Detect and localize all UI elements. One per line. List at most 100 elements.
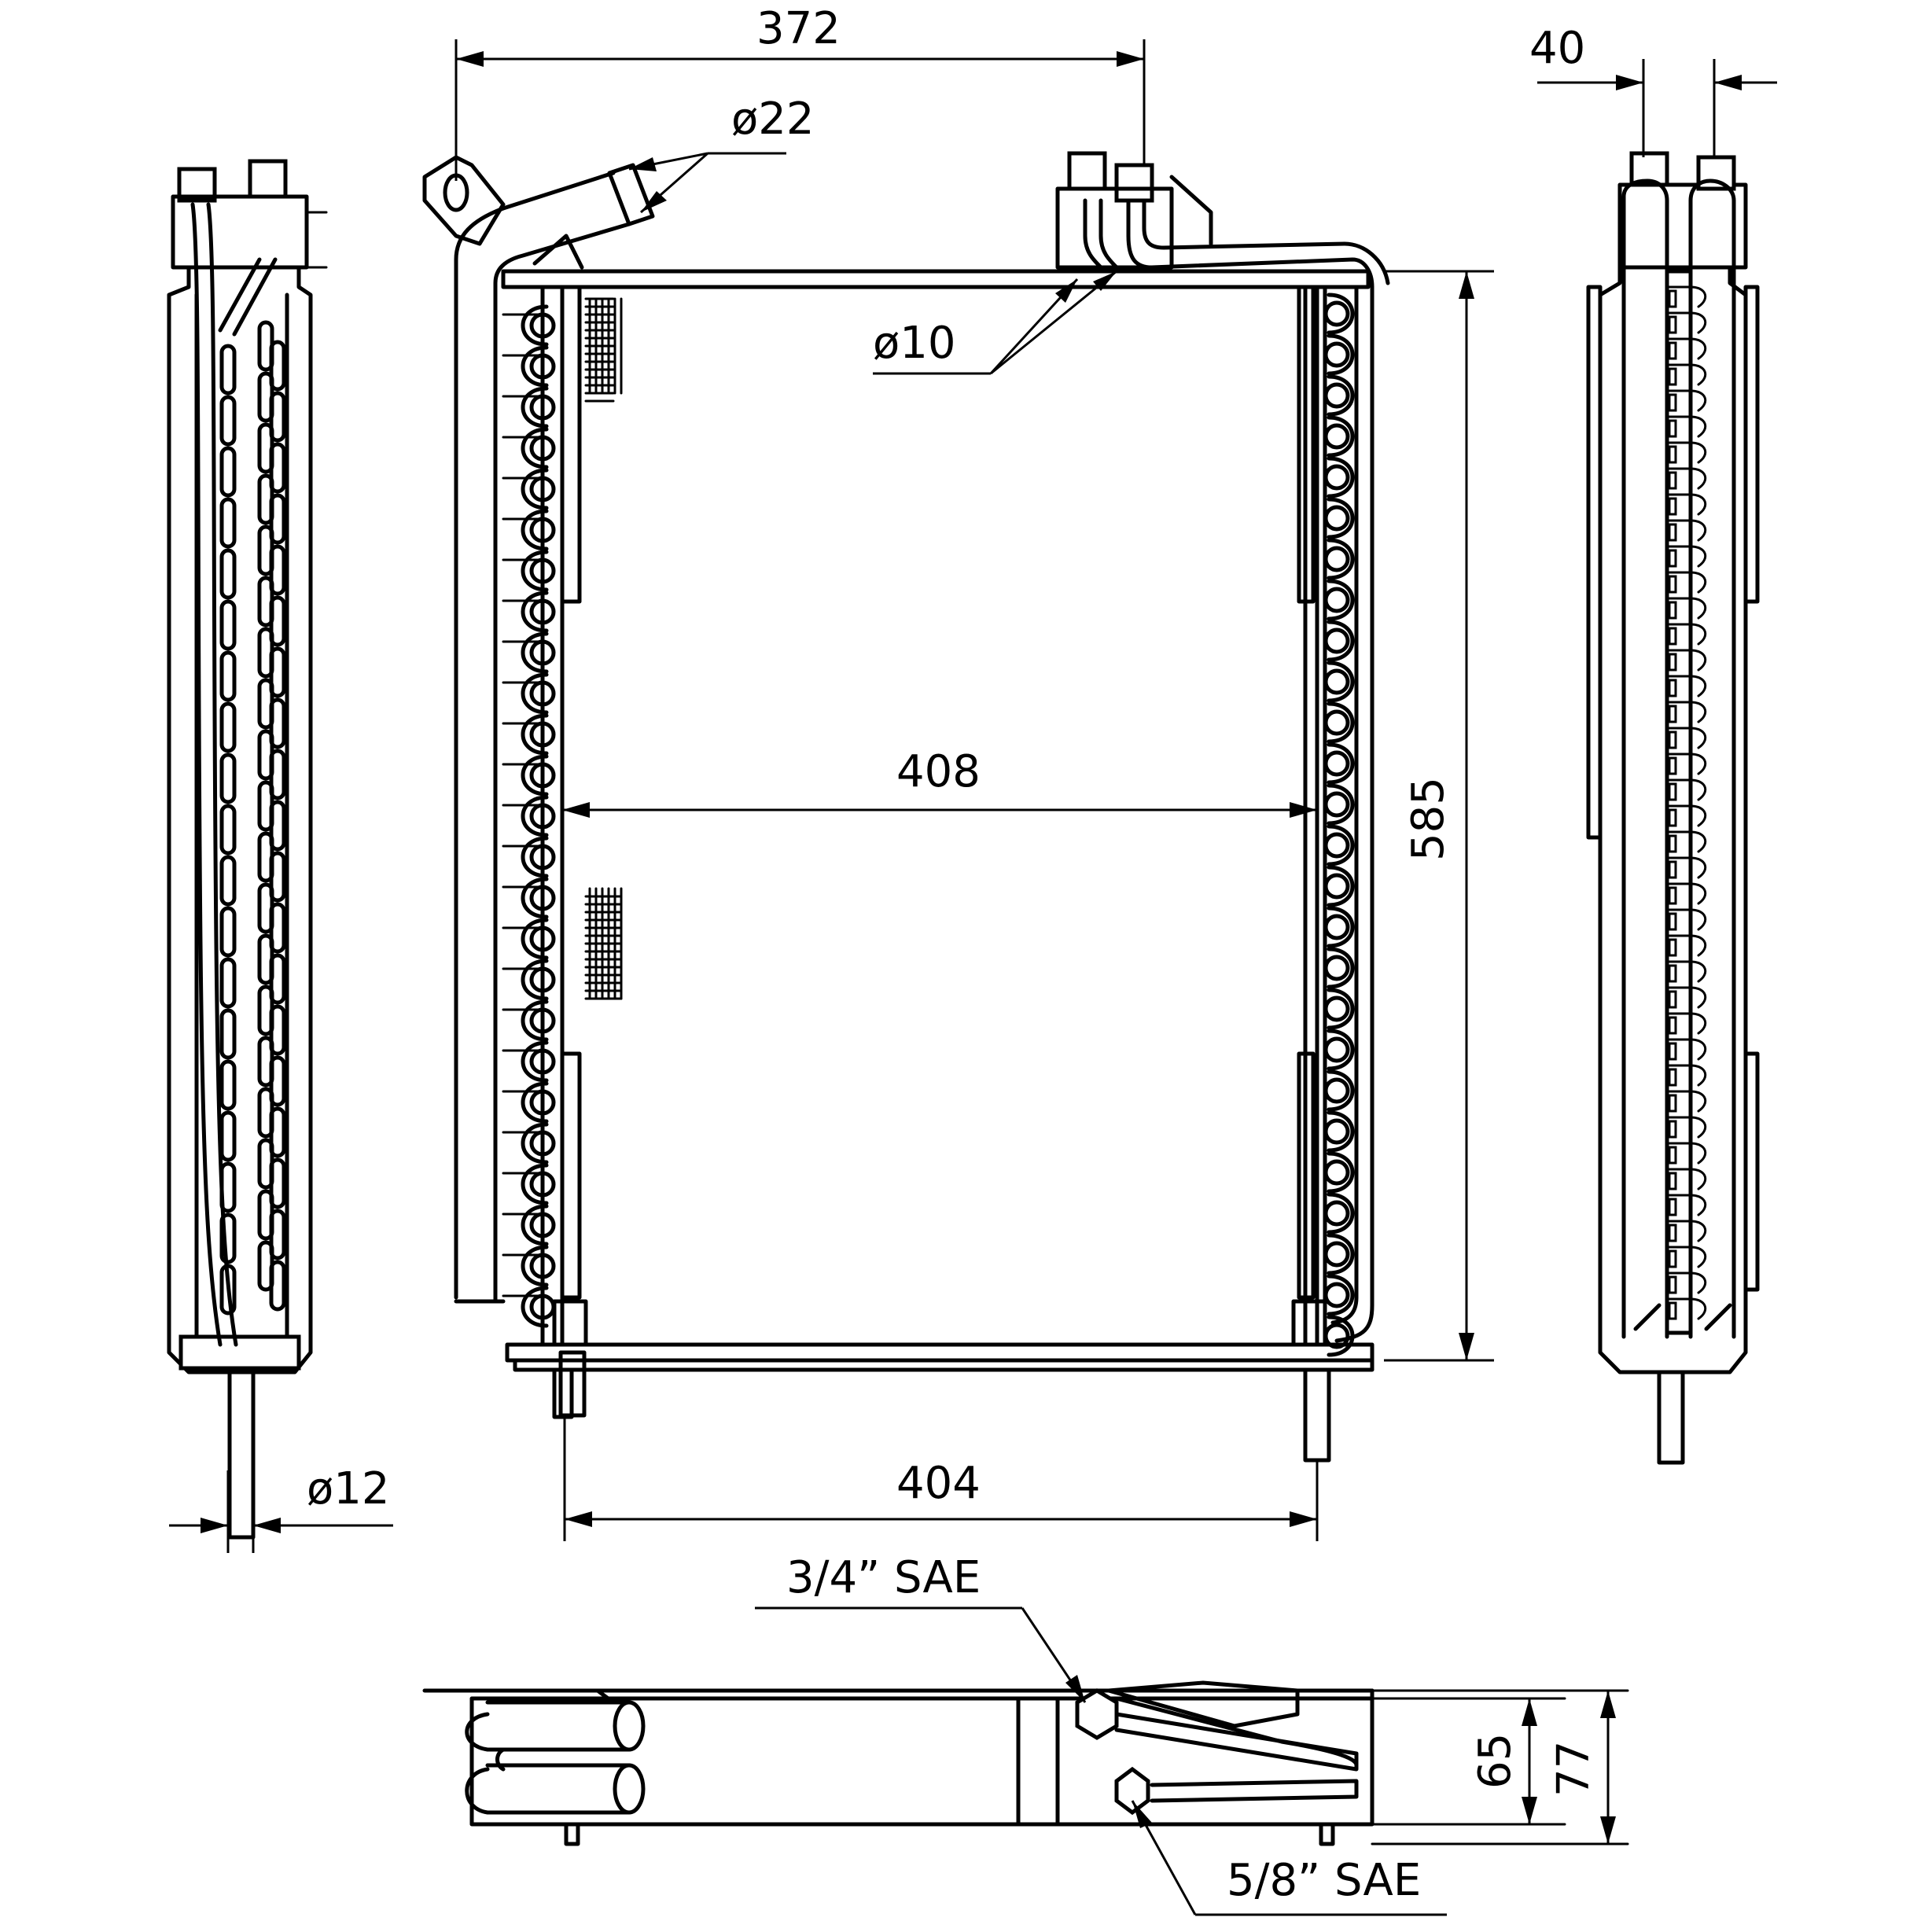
return-bend [521,959,549,1001]
coil-bend [1689,778,1707,801]
left-side-view [167,159,328,1540]
slot [219,599,237,651]
bottom-width-label: 404 [896,1458,981,1509]
return-bend [1327,620,1355,662]
return-bend [1327,824,1355,867]
coil-fin [1668,1198,1677,1216]
coil-fin [1668,419,1677,438]
coil-fin [1668,1042,1677,1061]
return-bend [521,550,549,592]
coil-bend [1689,804,1707,827]
return-bend [521,836,549,878]
right-view-coils [1665,285,1707,1320]
slot [269,902,286,954]
return-bend [521,1204,549,1246]
return-bend [521,672,549,715]
tube-end [1323,627,1350,654]
coil-fin [1668,1016,1677,1035]
top-width-label: 372 [756,3,841,54]
coil-fin [1668,523,1677,542]
coil-fin [1668,756,1677,775]
slot [269,1004,286,1056]
tube-end [1323,1241,1350,1268]
dim-pin-diameter: ø12 [169,1463,393,1553]
coil-bend [1689,701,1707,723]
tube-end [1323,709,1350,736]
return-bend [1327,661,1355,703]
coil-bend [1689,1012,1707,1035]
slot [219,804,237,856]
tube-end [1323,464,1350,491]
coil-bend [1689,493,1707,516]
return-bend [1327,1274,1355,1316]
return-bend [521,591,549,633]
coil-fin [1668,393,1677,412]
coil-fin [1668,549,1677,568]
return-bend [521,386,549,429]
coil-bend [1689,311,1707,334]
slot [219,1264,237,1316]
coil-bend [1689,623,1707,646]
coil-bend [1689,519,1707,542]
tube-end [1323,668,1350,695]
tube-end [1323,873,1350,900]
coil-fin [1668,782,1677,801]
slot [269,442,286,494]
right-return-bends [1323,293,1355,1357]
coil-fin [1668,1068,1677,1087]
slot [219,497,237,549]
return-bend [1327,947,1355,989]
coil-bend [1689,545,1707,568]
return-bend [521,918,549,960]
coil-fin [1668,289,1677,308]
coil-fin [1668,705,1677,723]
slot [269,1157,286,1209]
slot [269,493,286,545]
return-bend [1327,415,1355,458]
coil-fin [1668,445,1677,464]
tube-end [1323,791,1350,818]
slot [219,1110,237,1162]
tube-end [1323,587,1350,613]
return-bend [1327,538,1355,580]
tube-end [1323,1159,1350,1186]
coil-fin [1668,860,1677,879]
return-bend [1327,865,1355,907]
coil-bend [1689,337,1707,360]
coil-bend [1689,571,1707,594]
coil-fin [1668,1249,1677,1268]
slot [269,391,286,443]
dim-fitting-small: 5/8” SAE [1131,1800,1447,1916]
tube-diameter-label: ø10 [873,318,956,369]
slot [219,548,237,600]
coil-bend [1689,597,1707,620]
coil-bend [1689,415,1707,438]
coil-bend [1689,1271,1707,1294]
coil-bend [1689,830,1707,853]
return-bend [521,345,549,388]
coil-bend [1689,1246,1707,1268]
coil-fin [1668,1094,1677,1113]
tube-end [1323,832,1350,859]
slot [269,544,286,596]
return-bend [1327,1233,1355,1275]
coil-fin [1668,315,1677,334]
coil-fin [1668,1224,1677,1242]
return-bend [521,1245,549,1287]
coil-fin [1668,471,1677,490]
return-bend [521,1040,549,1083]
return-bend [1327,1029,1355,1071]
return-bend [521,631,549,674]
coil-fin [1668,1146,1677,1165]
slot [269,953,286,1005]
slot [219,1161,237,1213]
tube-end [1323,995,1350,1022]
coil-fin [1668,834,1677,853]
dim-top-width: 372 [454,3,1146,181]
slot [219,957,237,1009]
dim-tube-diameter: ø10 [873,270,1117,375]
coil-bend [1689,1297,1707,1320]
slot [269,1055,286,1107]
coil-bend [1689,467,1707,490]
